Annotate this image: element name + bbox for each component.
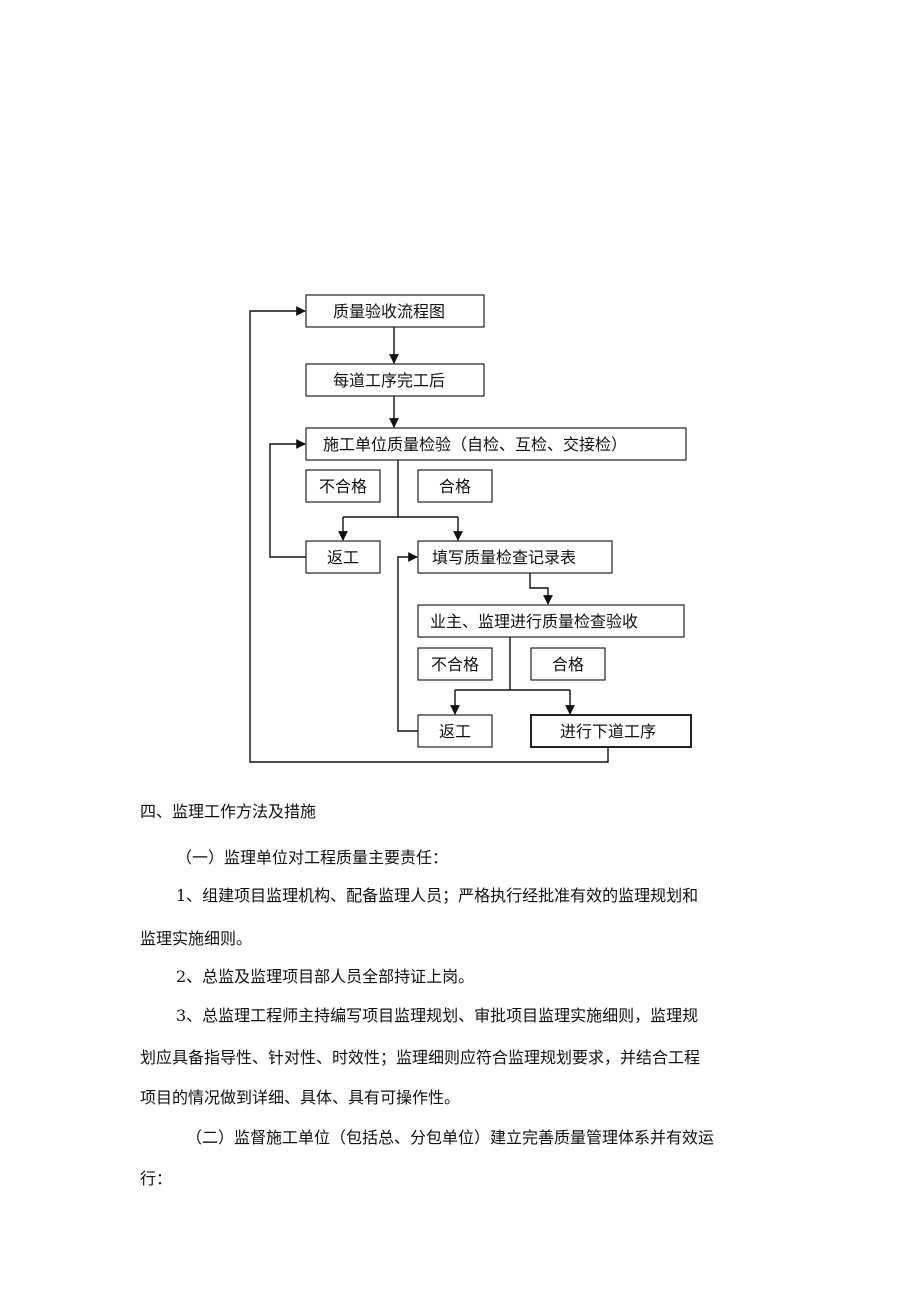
item-3-line-3: 项目的情况做到详细、具体、具有可操作性。 bbox=[140, 1088, 461, 1107]
flow-box-pass-2 bbox=[530, 647, 606, 681]
flow-label-pass-2: 合格 bbox=[552, 655, 584, 674]
flow-label-fail-2: 不合格 bbox=[431, 655, 479, 674]
item-3-line-2: 划应具备指导性、针对性、时效性；监理细则应符合监理规划要求，并结合工程 bbox=[140, 1048, 701, 1067]
subsection-1-heading: （一）监理单位对工程质量主要责任： bbox=[176, 848, 449, 867]
subsection-2-line-2: 行： bbox=[140, 1169, 173, 1188]
flow-label-title: 质量验收流程图 bbox=[333, 302, 445, 321]
flow-box-rework-2 bbox=[417, 714, 493, 748]
flow-label-fail-1: 不合格 bbox=[319, 477, 367, 496]
flow-box-contractor-inspection bbox=[305, 427, 687, 461]
arrow-rework-1-loop bbox=[269, 439, 306, 558]
flow-label-fill-record: 填写质量检查记录表 bbox=[432, 548, 576, 567]
flow-label-rework-2: 返工 bbox=[439, 722, 471, 741]
flow-box-title bbox=[305, 294, 485, 328]
flow-box-next-process bbox=[530, 714, 692, 748]
flow-box-after-each-process bbox=[305, 363, 485, 397]
flow-label-contractor-inspection: 施工单位质量检验（自检、互检、交接检） bbox=[323, 435, 627, 454]
flow-box-fail-2 bbox=[417, 647, 493, 681]
item-2-line-1: 2、总监及监理项目部人员全部持证上岗。 bbox=[176, 967, 475, 986]
flow-label-owner-supervisor-inspection: 业主、监理进行质量检查验收 bbox=[430, 612, 638, 631]
item-1-line-1: 1、组建项目监理机构、配备监理人员；严格执行经批准有效的监理规划和 bbox=[176, 886, 699, 905]
flow-label-after-each-process: 每道工序完工后 bbox=[333, 371, 445, 390]
flow-label-pass-1: 合格 bbox=[439, 477, 471, 496]
item-1-line-2: 监理实施细则。 bbox=[140, 929, 253, 948]
flow-label-next-process: 进行下道工序 bbox=[560, 722, 656, 741]
flow-label-rework-1: 返工 bbox=[327, 548, 359, 567]
flow-box-fail-1 bbox=[305, 469, 381, 503]
arrow-next-process-loop bbox=[249, 306, 609, 763]
flow-box-owner-supervisor-inspection bbox=[417, 604, 685, 638]
arrow-rework-2-loop bbox=[397, 552, 418, 732]
flow-box-fill-record bbox=[417, 540, 613, 574]
arrow-fill-to-owner bbox=[529, 573, 553, 605]
flow-box-pass-1 bbox=[417, 469, 493, 503]
item-3-line-1: 3、总监理工程师主持编写项目监理规划、审批项目监理实施细则，监理规 bbox=[176, 1006, 699, 1025]
section-heading: 四、监理工作方法及措施 bbox=[140, 802, 317, 821]
subsection-2-line-1: （二）监督施工单位（包括总、分包单位）建立完善质量管理体系并有效运 bbox=[186, 1128, 715, 1147]
quality-acceptance-flowchart: 质量验收流程图 每道工序完工后 施工单位质量检验（自检、互检、交接检） 不合格 … bbox=[249, 294, 692, 763]
